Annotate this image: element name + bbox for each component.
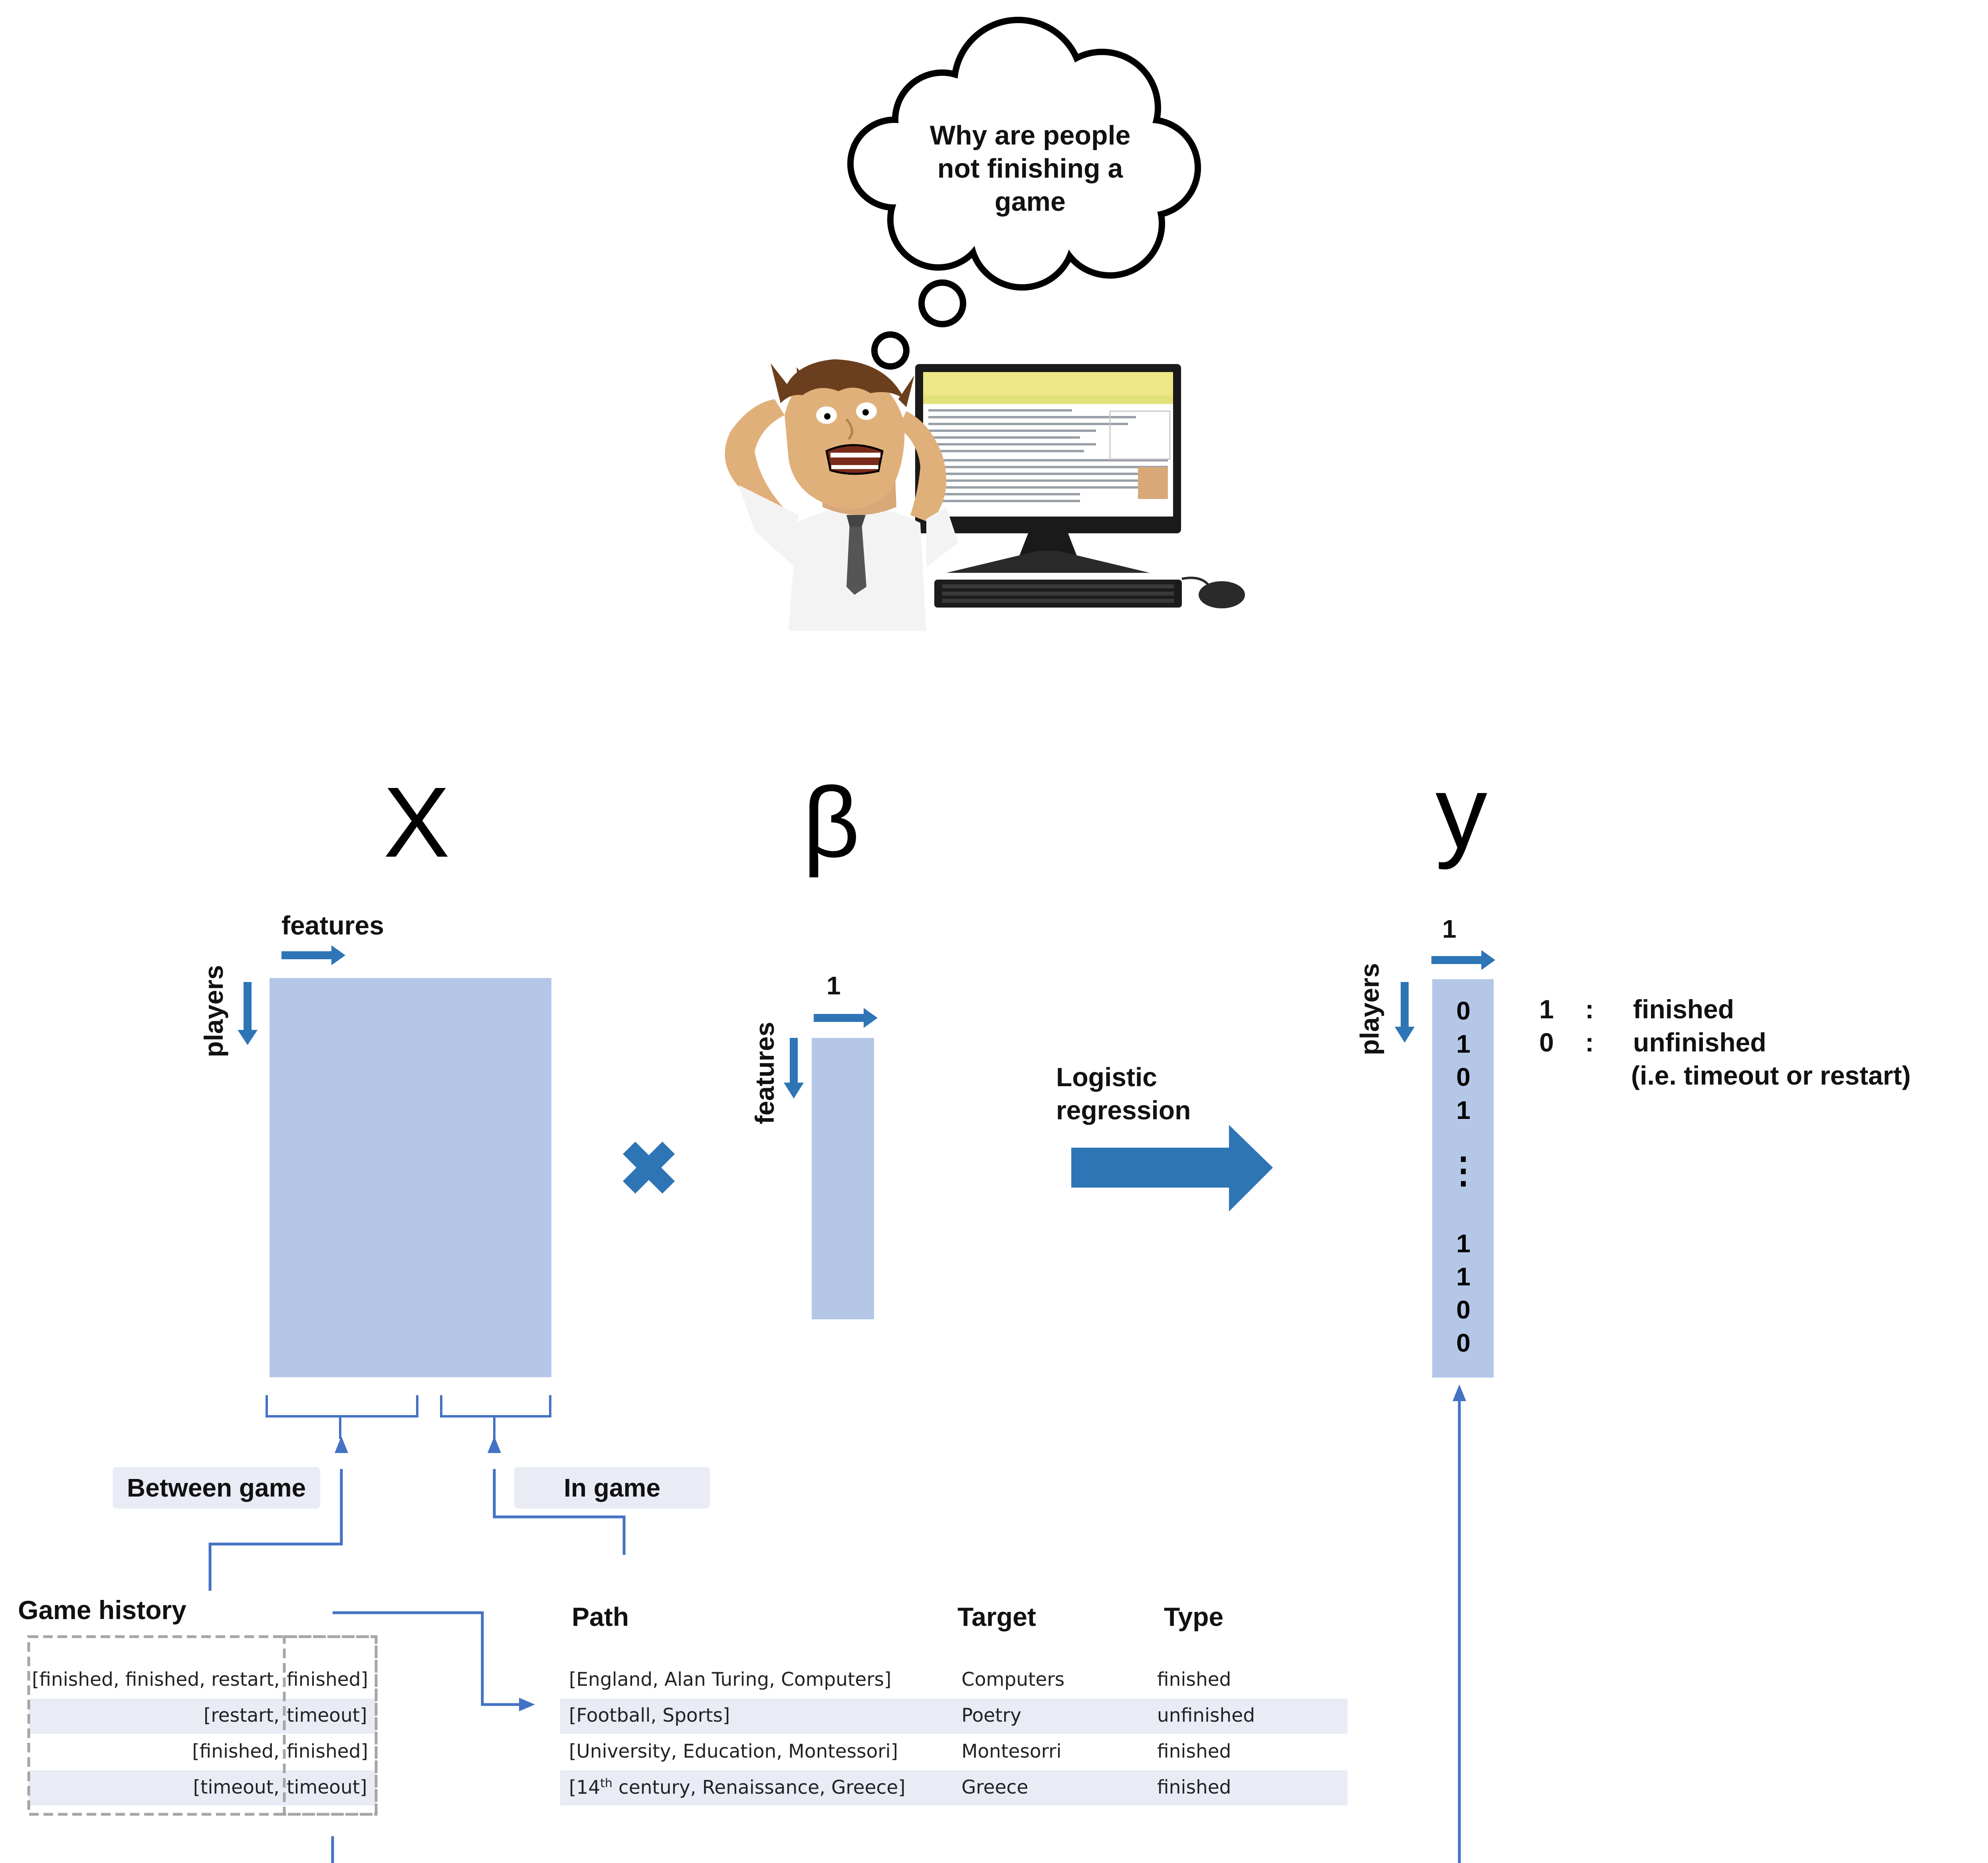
legend-key-0: 0 [1539, 1028, 1554, 1057]
multiply-icon [622, 1141, 675, 1194]
paths-cell-path-sup: th [600, 1776, 612, 1790]
thought-line-3: game [995, 186, 1066, 217]
connector-lines [208, 1397, 1461, 1863]
paths-cell-path: [England, Alan Turing, Computers] [569, 1669, 892, 1691]
game-history-row-left: [restart, [204, 1705, 279, 1726]
beta-features-label: features [750, 1022, 779, 1125]
game-history-last-game-box [283, 1635, 378, 1816]
thought-bubble-large [918, 279, 966, 327]
paths-cell-path: [University, Education, Montessori] [569, 1740, 898, 1762]
computer-illustration [915, 364, 1245, 608]
y-value: 0 [1456, 1328, 1471, 1357]
x-matrix [270, 978, 551, 1377]
y-vector [1432, 979, 1494, 1378]
thought-cloud [847, 17, 1201, 291]
thought-line-2: not finishing a [937, 153, 1123, 184]
paths-cell-type: finished [1157, 1776, 1231, 1798]
legend-text-1: finished [1633, 994, 1734, 1024]
paths-header-target: Target [957, 1602, 1036, 1631]
beta-rows-arrow [784, 1038, 804, 1099]
logistic-regression-arrow[interactable] [1071, 1125, 1273, 1212]
game-history-title: Game history [18, 1595, 186, 1625]
beta-cols-label: 1 [827, 971, 841, 1000]
legend-key-1: 1 [1539, 994, 1554, 1024]
paths-cell-target: Poetry [961, 1705, 1021, 1726]
paths-cell-path: [14th century, Renaissance, Greece] [569, 1776, 906, 1799]
paths-row-band [560, 1770, 1348, 1806]
game-history-row-band [29, 1770, 376, 1806]
paths-cell-target: Montesorri [961, 1740, 1062, 1762]
game-history-row-right: timeout] [287, 1705, 367, 1726]
thought-bubble-small [871, 331, 910, 370]
x-symbol: X [383, 766, 450, 878]
y-value: 1 [1456, 1229, 1471, 1258]
legend-note: (i.e. timeout or restart) [1631, 1061, 1911, 1090]
beta-vector [812, 1038, 874, 1319]
game-history-row-left: [timeout, [193, 1776, 279, 1798]
y-players-label: players [1355, 963, 1384, 1055]
paths-header-path: Path [572, 1602, 629, 1631]
x-features-label: features [281, 911, 384, 940]
game-history-row-band [29, 1699, 376, 1734]
in-game-brace [440, 1395, 551, 1439]
connector-arrowheads [335, 1384, 1466, 1711]
paths-cell-path-pre: [14 [569, 1776, 601, 1799]
game-history-row-right: timeout] [287, 1776, 367, 1798]
paths-cell-path-post: century, Renaissance, Greece] [612, 1776, 906, 1799]
paths-cell-target: Greece [961, 1776, 1029, 1798]
paths-cell-type: unfinished [1157, 1705, 1255, 1726]
game-history-row-left: [finished, finished, restart, [32, 1669, 280, 1691]
paths-cell-target: Computers [961, 1669, 1065, 1691]
y-cols-arrow [1431, 950, 1495, 970]
game-history-row-right: finished] [287, 1669, 368, 1691]
logistic-regression-label-line-2: regression [1056, 1095, 1191, 1125]
y-cols-label: 1 [1442, 915, 1457, 943]
y-value: 1 [1456, 1030, 1471, 1058]
paths-cell-path: [Football, Sports] [569, 1705, 730, 1726]
x-players-arrow [238, 982, 258, 1045]
game-history-row-right: finished] [287, 1740, 368, 1762]
y-symbol: y [1435, 754, 1487, 870]
x-players-label: players [199, 965, 228, 1057]
legend-sep-1: : [1585, 994, 1594, 1024]
legend-sep-0: : [1585, 1028, 1594, 1057]
logistic-regression-label-line-1: Logistic [1056, 1062, 1158, 1092]
y-value: 1 [1456, 1096, 1471, 1125]
legend-text-0: unfinished [1633, 1028, 1766, 1057]
paths-header-type: Type [1164, 1602, 1224, 1631]
stressed-person-illustration [725, 359, 958, 631]
y-value: 0 [1456, 996, 1471, 1025]
y-ellipsis: ⋮ [1445, 1151, 1481, 1191]
paths-row-band [560, 1699, 1348, 1734]
in-game-tag: In game [514, 1467, 710, 1509]
between-game-tag: Between game [113, 1467, 320, 1509]
paths-cell-type: finished [1157, 1740, 1231, 1762]
x-features-arrow [281, 945, 345, 965]
y-value: 1 [1456, 1262, 1471, 1291]
game-history-row-left: [finished, [192, 1740, 279, 1762]
thought-line-1: Why are people [930, 120, 1131, 150]
beta-symbol: β [803, 766, 860, 878]
beta-cols-arrow [814, 1008, 878, 1028]
y-players-arrow [1395, 982, 1415, 1043]
y-value: 0 [1456, 1063, 1471, 1091]
paths-cell-type: finished [1157, 1669, 1231, 1691]
y-value: 0 [1456, 1295, 1471, 1324]
between-game-brace [266, 1395, 418, 1439]
